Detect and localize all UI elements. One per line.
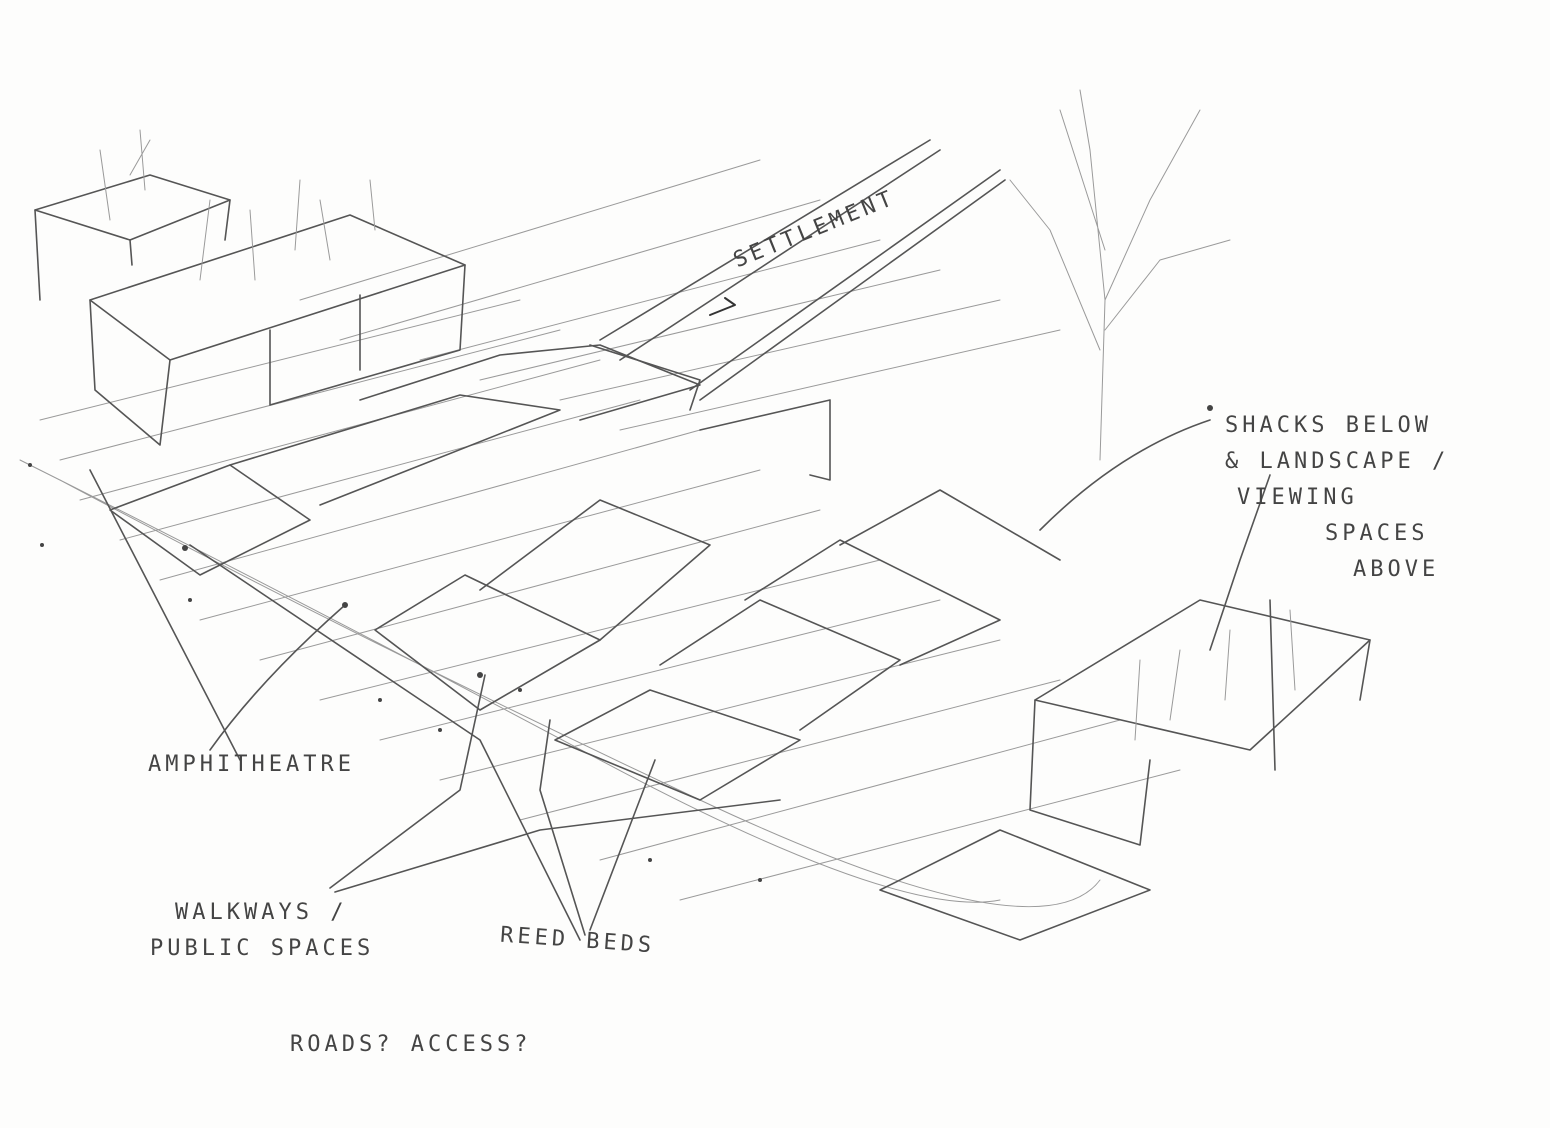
label-walkways-line1: WALKWAYS / (175, 895, 435, 931)
label-shacks-line4: SPACES (1225, 516, 1525, 552)
label-shacks-line3: VIEWING (1225, 480, 1525, 516)
upper-block (35, 130, 465, 445)
label-shacks-line1: SHACKS BELOW (1225, 408, 1525, 444)
label-shacks-line5: ABOVE (1225, 552, 1525, 588)
settlement-road (600, 140, 1005, 400)
label-amphitheatre: AMPHITHEATRE (148, 752, 355, 777)
right-block (1030, 600, 1370, 845)
tree-sketch (1010, 90, 1230, 460)
label-shacks: SHACKS BELOW & LANDSCAPE / VIEWING SPACE… (1225, 408, 1525, 588)
leader-lines (90, 420, 1270, 940)
label-walkways-line2: PUBLIC SPACES (150, 931, 435, 967)
hatching (20, 160, 1180, 907)
label-shacks-line2: & LANDSCAPE / (1225, 444, 1525, 480)
stipple-dots (28, 405, 1213, 882)
label-walkways: WALKWAYS / PUBLIC SPACES (175, 895, 435, 967)
label-roads-access: ROADS? ACCESS? (290, 1032, 531, 1057)
terraces (110, 345, 1150, 940)
